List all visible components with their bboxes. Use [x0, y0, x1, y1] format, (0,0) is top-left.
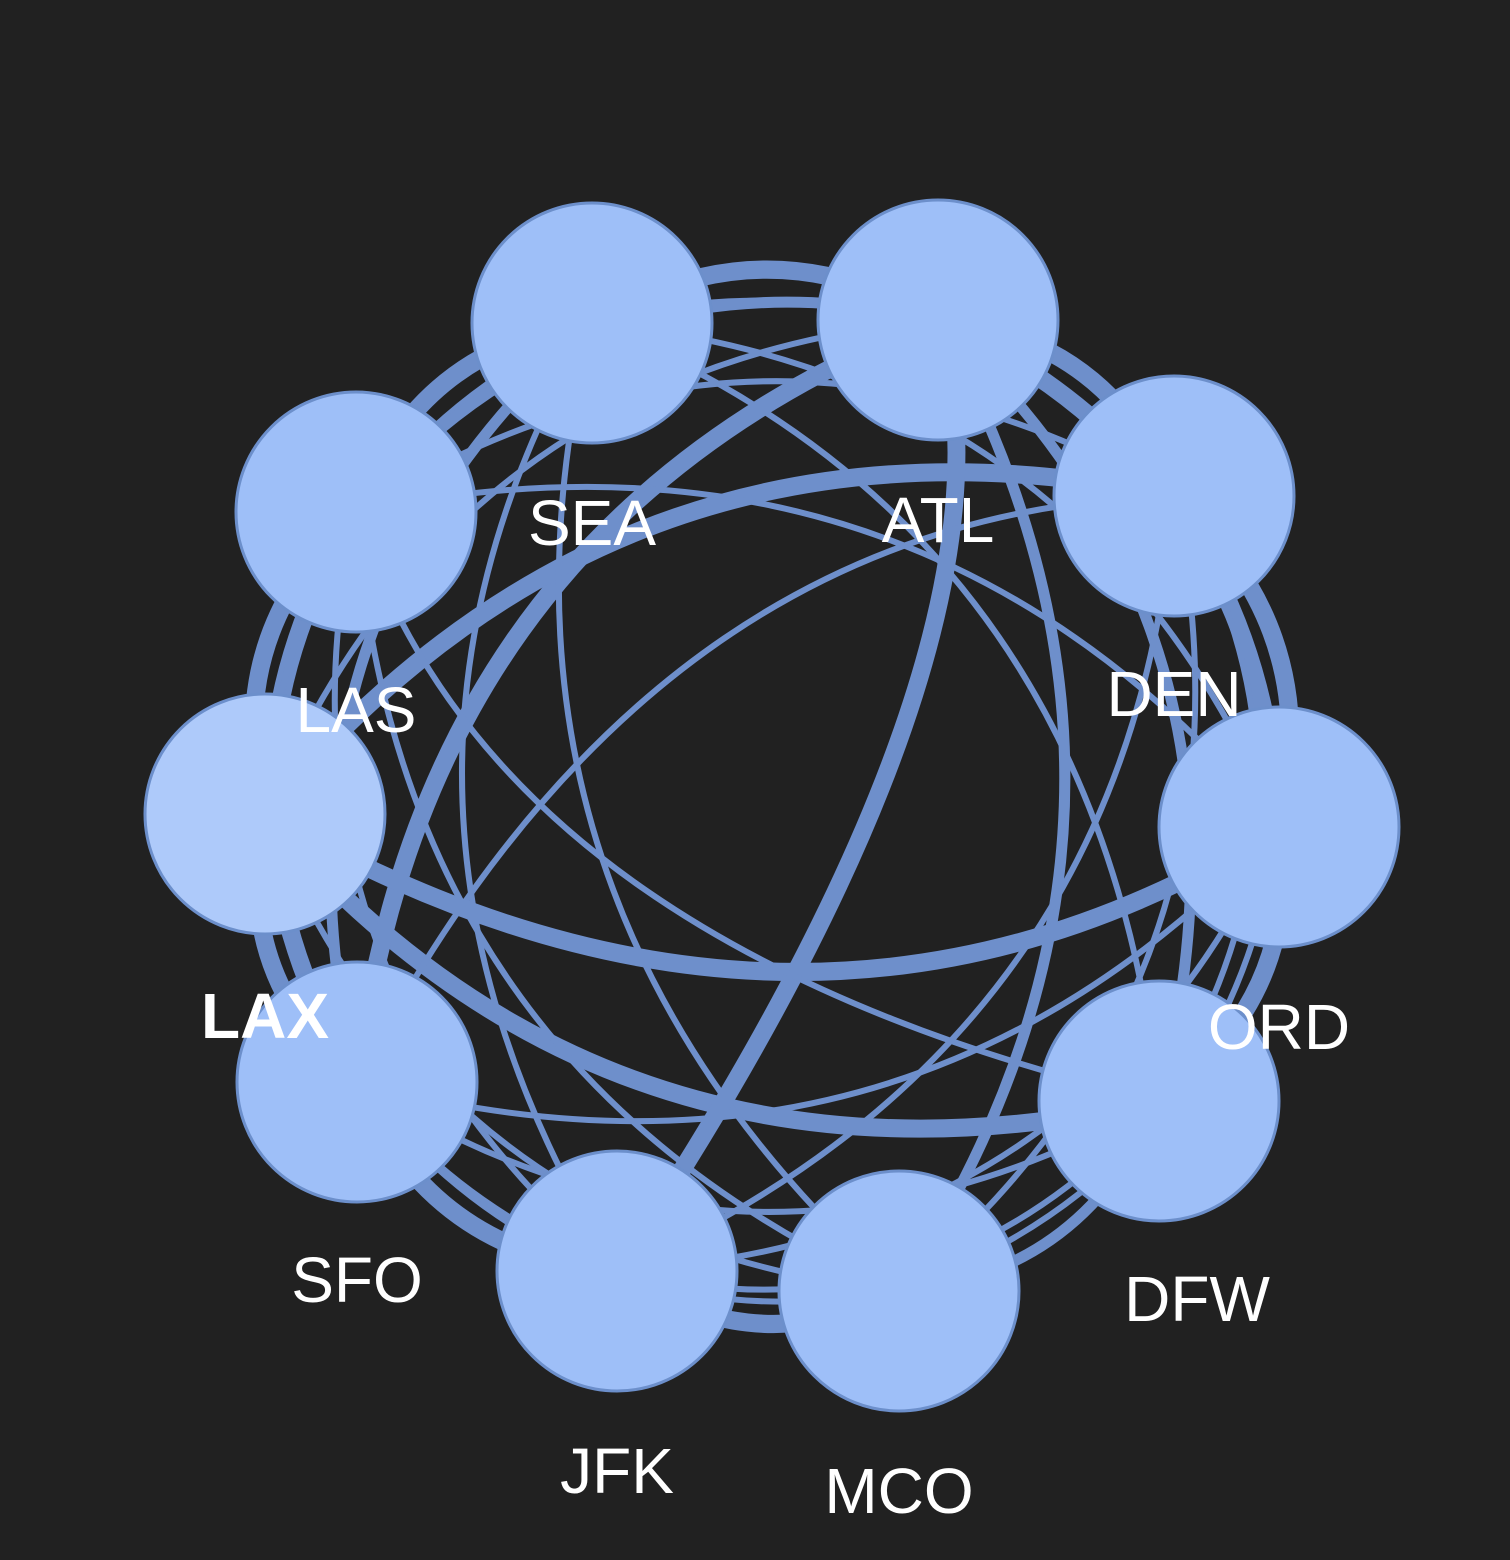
edge-sea-mco	[555, 320, 902, 1294]
node-sea[interactable]	[470, 201, 714, 445]
node-den[interactable]	[1052, 374, 1296, 618]
node-las[interactable]	[234, 390, 478, 634]
edge-ord-jfk	[614, 824, 1282, 1274]
edge-mco-las	[353, 509, 902, 1294]
edge-lax-den	[256, 463, 1183, 823]
node-label-ord: ORD	[1208, 991, 1350, 1063]
node-label-lax: LAX	[201, 980, 329, 1052]
nodes-layer	[143, 198, 1401, 1413]
edge-las-den	[353, 378, 1177, 515]
node-ord[interactable]	[1157, 705, 1401, 949]
node-label-dfw: DFW	[1124, 1263, 1270, 1335]
node-jfk[interactable]	[495, 1149, 739, 1393]
edge-ord-sfo	[354, 824, 1282, 1125]
edge-lax-atl	[262, 317, 941, 817]
node-lax[interactable]	[143, 692, 387, 936]
edge-sfo-atl	[348, 311, 947, 1091]
edge-dfw-lax	[256, 805, 1168, 1138]
edge-den-mco	[896, 493, 1199, 1294]
node-label-den: DEN	[1106, 658, 1241, 730]
edge-sea-dfw	[589, 320, 1162, 1104]
node-sfo[interactable]	[235, 960, 479, 1204]
edge-jfk-sea	[459, 320, 620, 1274]
node-label-atl: ATL	[882, 484, 995, 556]
node-dfw[interactable]	[1037, 979, 1281, 1223]
node-mco[interactable]	[777, 1169, 1021, 1413]
node-label-sea: SEA	[528, 487, 656, 559]
edge-las-ord	[353, 483, 1282, 830]
node-label-jfk: JFK	[560, 1435, 674, 1507]
node-atl[interactable]	[816, 198, 1060, 442]
node-label-mco: MCO	[824, 1455, 973, 1527]
node-label-las: LAS	[296, 674, 417, 746]
edge-dfw-las	[353, 509, 1162, 1104]
edge-atl-dfw	[932, 314, 1197, 1107]
edge-sfo-sea	[325, 317, 598, 1088]
edge-den-sfo	[354, 493, 1177, 1085]
edge-den-jfk	[614, 493, 1177, 1274]
node-label-sfo: SFO	[291, 1244, 423, 1316]
labels-layer: SEA ATL DEN ORD DFW MCO JFK SFO LAX LAS	[201, 484, 1350, 1527]
edge-mco-lax	[262, 811, 902, 1294]
